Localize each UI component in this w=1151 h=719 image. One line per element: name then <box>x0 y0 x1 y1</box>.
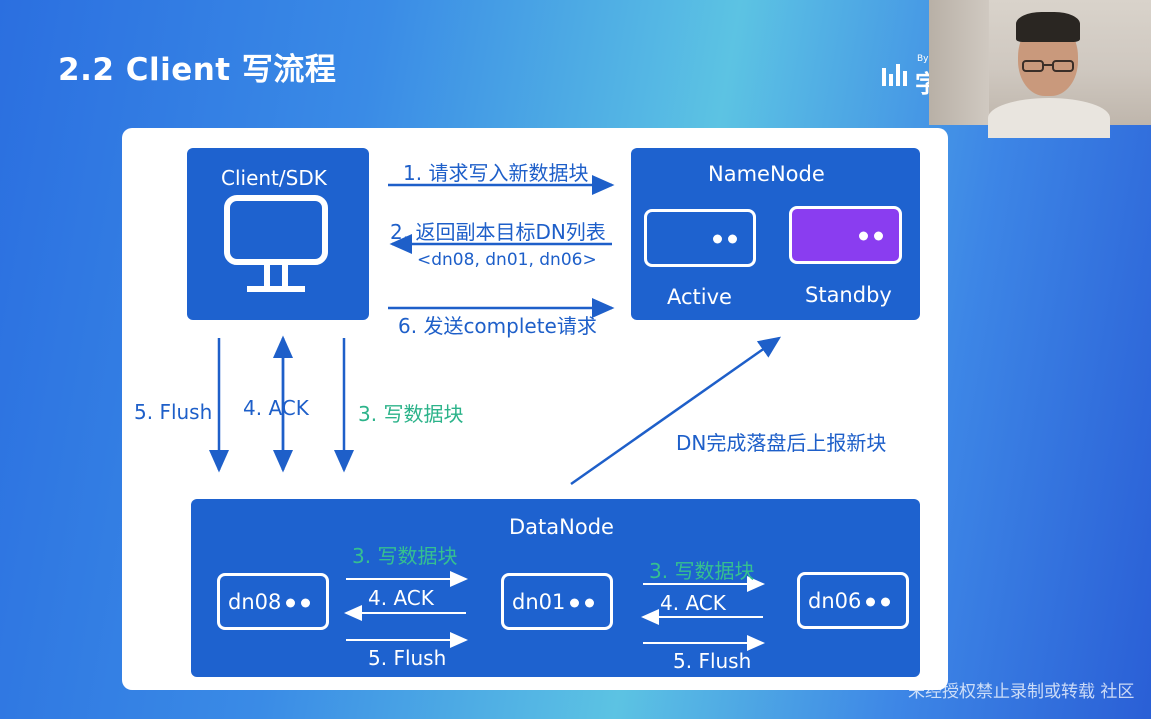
report-arrow <box>571 338 779 484</box>
pipe-write-a-label: 3. 写数据块 <box>352 540 457 569</box>
pipe-ack-b-label: 4. ACK <box>660 591 726 615</box>
pipe-flush-a-label: 5. Flush <box>368 646 446 670</box>
pipe-flush-b-label: 5. Flush <box>673 649 751 673</box>
step2-list-label: <dn08, dn01, dn06> <box>417 250 597 270</box>
ack-label: 4. ACK <box>243 396 309 420</box>
step1-label: 1. 请求写入新数据块 <box>403 157 588 186</box>
pipe-ack-a-label: 4. ACK <box>368 586 434 610</box>
write-label: 3. 写数据块 <box>358 398 463 427</box>
dn-report-label: DN完成落盘后上报新块 <box>676 427 886 456</box>
step2-label: 2. 返回副本目标DN列表 <box>390 216 606 245</box>
flush-label: 5. Flush <box>134 400 212 424</box>
watermark-text: 未经授权禁止录制或转载 社区 <box>908 677 1134 702</box>
step6-label: 6. 发送complete请求 <box>398 310 597 339</box>
pipe-write-b-label: 3. 写数据块 <box>649 555 754 584</box>
